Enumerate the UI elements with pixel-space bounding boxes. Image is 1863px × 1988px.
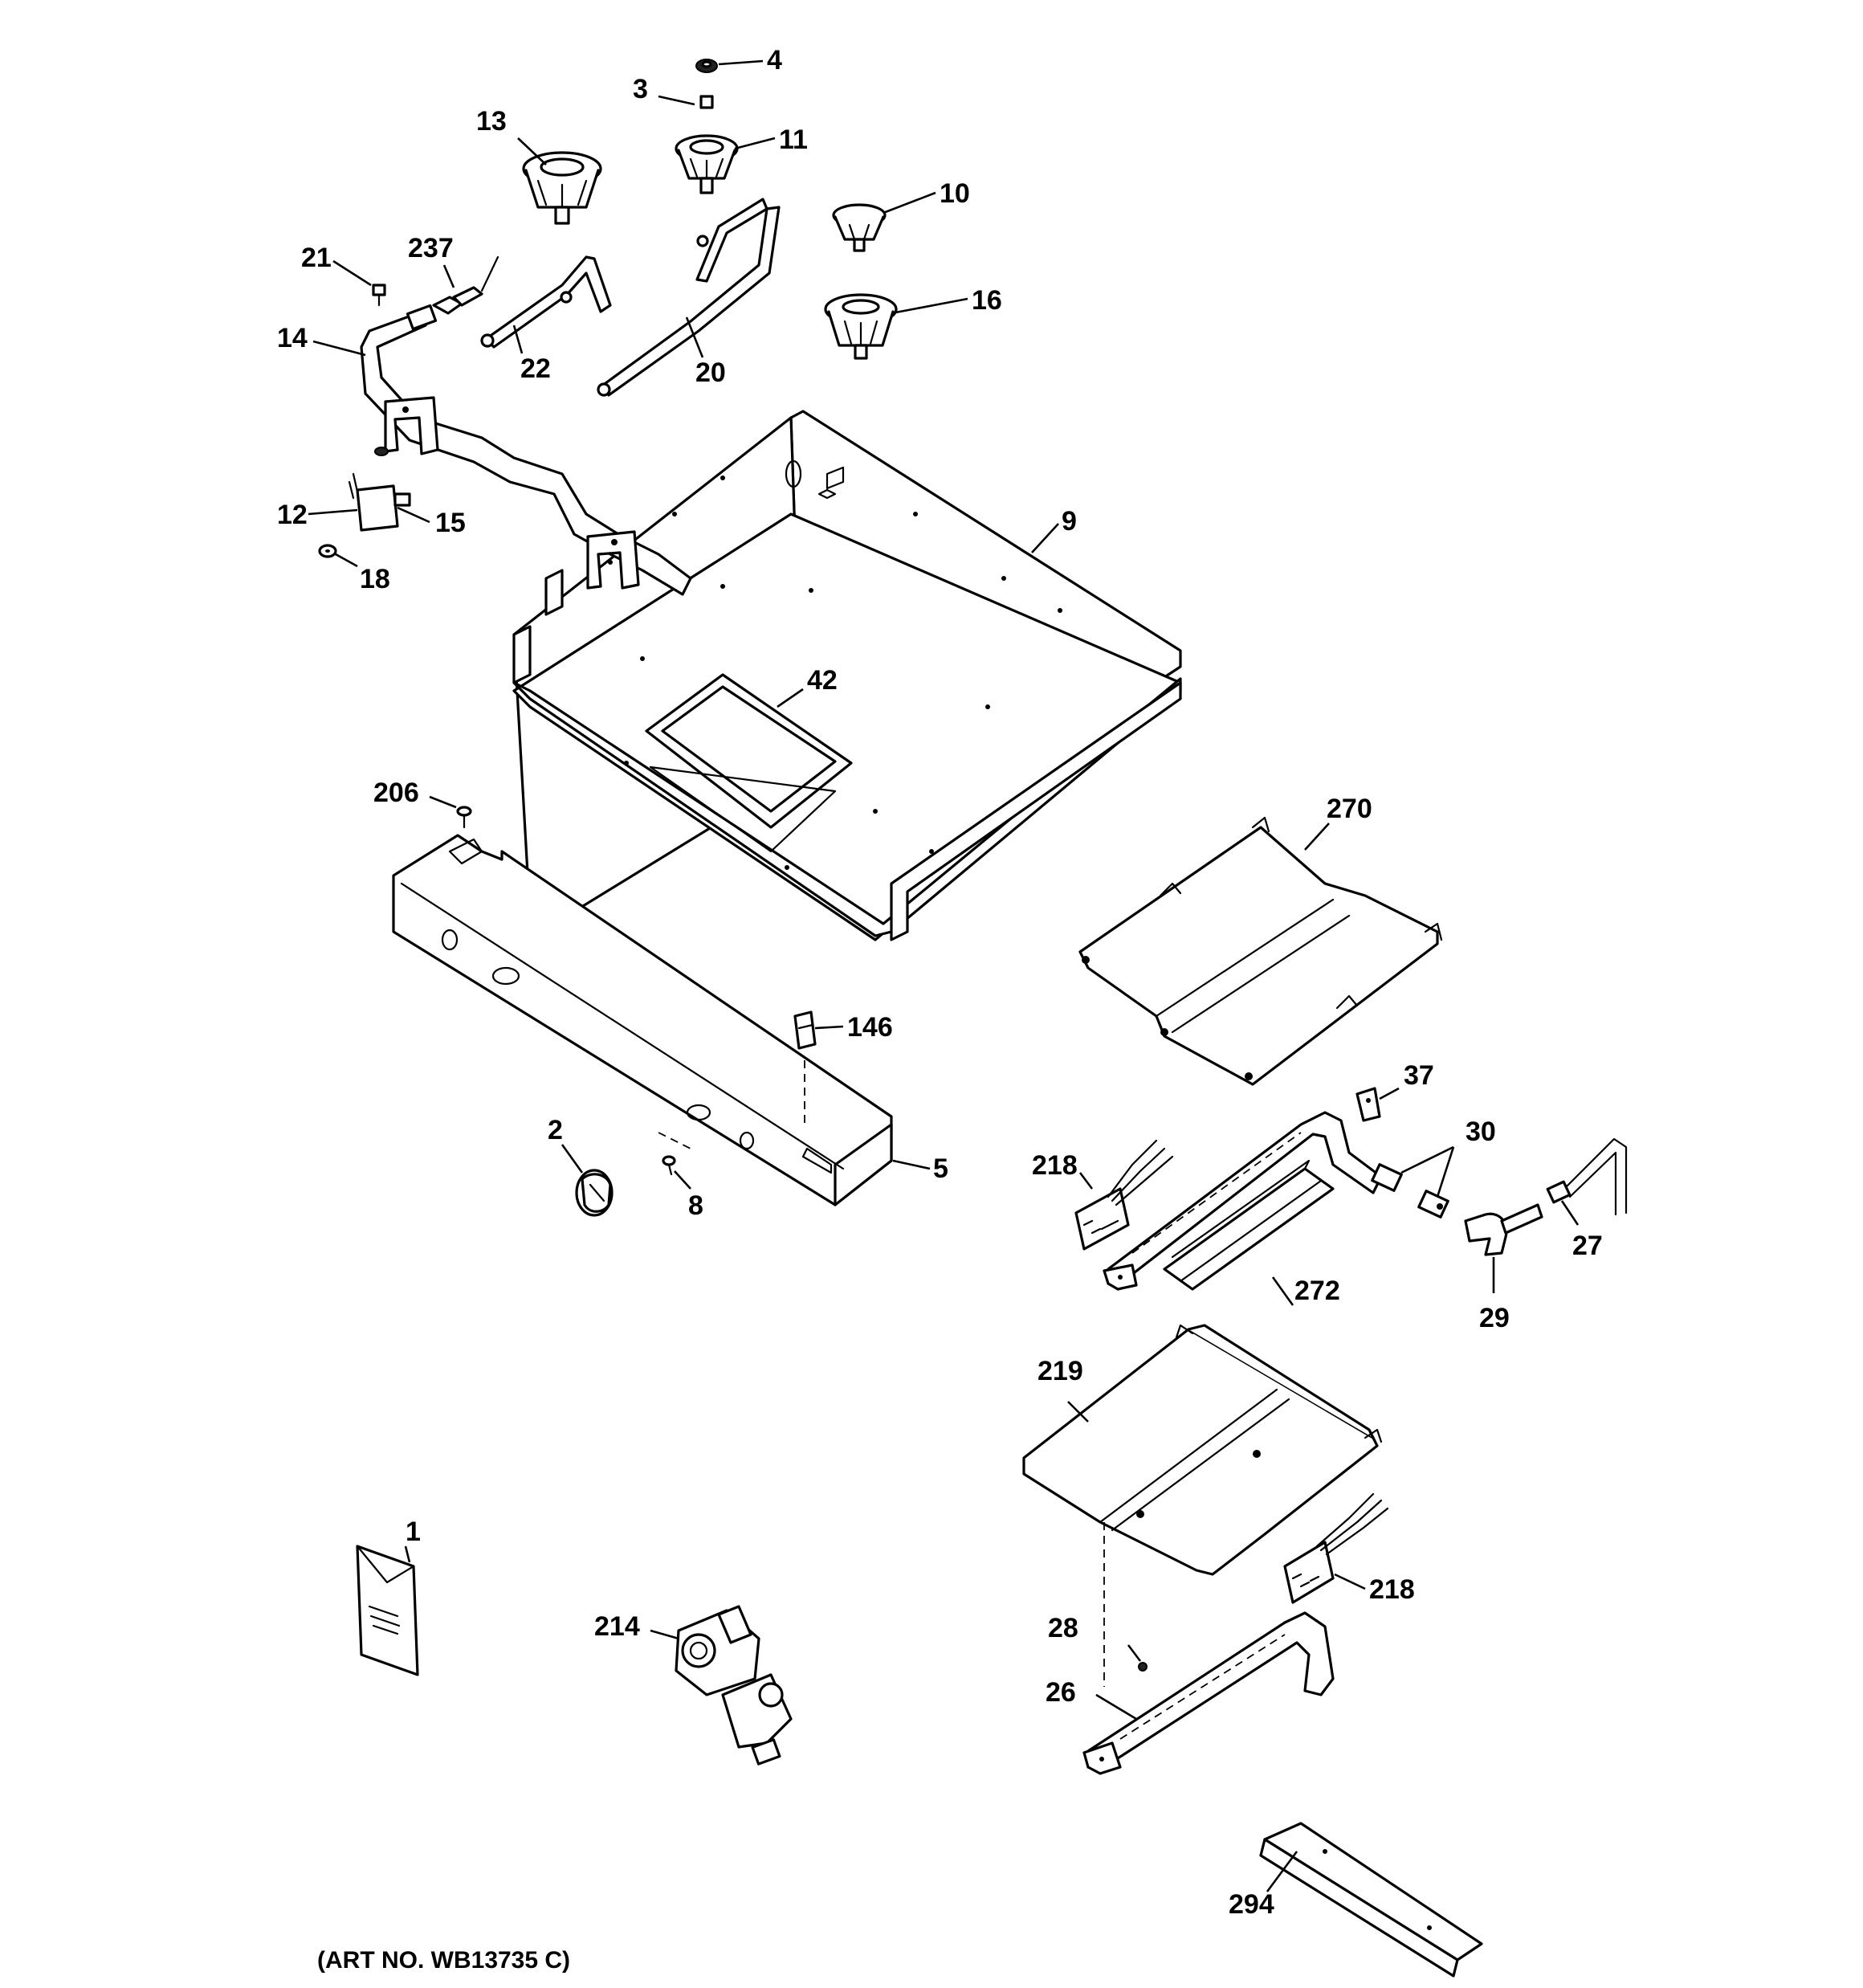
burner-head-part-11[interactable] bbox=[675, 134, 739, 194]
callout-8: 8 bbox=[688, 1190, 703, 1221]
callout-146: 146 bbox=[847, 1012, 893, 1043]
callout-4: 4 bbox=[767, 45, 782, 76]
burner-tube-upper[interactable] bbox=[1103, 1111, 1383, 1291]
callout-5: 5 bbox=[933, 1153, 948, 1184]
callout-18: 18 bbox=[360, 564, 390, 594]
igniter-part-218-upper[interactable] bbox=[1074, 1139, 1174, 1251]
callout-22: 22 bbox=[520, 353, 551, 384]
callout-12: 12 bbox=[277, 500, 308, 530]
screw-part-28[interactable] bbox=[1138, 1662, 1148, 1672]
screw-part-8[interactable] bbox=[662, 1155, 676, 1176]
callout-206: 206 bbox=[373, 778, 419, 808]
art-number: (ART NO. WB13735 C) bbox=[317, 1947, 570, 1974]
callout-272: 272 bbox=[1294, 1276, 1340, 1306]
callout-237: 237 bbox=[408, 233, 454, 263]
screw-part-21[interactable] bbox=[372, 284, 386, 307]
callout-218-upper: 218 bbox=[1032, 1150, 1078, 1181]
callout-9: 9 bbox=[1062, 506, 1077, 537]
callout-labels: 13 3 4 11 10 16 21 237 14 22 20 12 15 18… bbox=[277, 45, 1603, 1920]
screw-part-206[interactable] bbox=[456, 806, 472, 829]
bracket-part-294[interactable] bbox=[1259, 1822, 1483, 1978]
callout-26: 26 bbox=[1046, 1677, 1076, 1708]
literature-part-1[interactable] bbox=[356, 1545, 419, 1676]
igniter-part-218-lower[interactable] bbox=[1283, 1492, 1389, 1604]
oven-vent-part-42[interactable] bbox=[645, 673, 853, 853]
callout-219: 219 bbox=[1037, 1356, 1083, 1386]
callout-3: 3 bbox=[633, 74, 648, 104]
callout-214: 214 bbox=[594, 1611, 640, 1642]
callout-37: 37 bbox=[1404, 1060, 1434, 1091]
callout-20: 20 bbox=[695, 357, 726, 388]
callout-28: 28 bbox=[1048, 1613, 1078, 1643]
nut-part-18[interactable] bbox=[318, 544, 337, 558]
callout-294: 294 bbox=[1229, 1889, 1274, 1920]
callout-10: 10 bbox=[940, 178, 970, 209]
burner-head-part-10[interactable] bbox=[832, 203, 887, 252]
callout-27: 27 bbox=[1572, 1231, 1603, 1261]
knob-part-2[interactable] bbox=[575, 1169, 614, 1217]
burner-tube-part-26[interactable] bbox=[1082, 1611, 1335, 1775]
tube-part-27[interactable] bbox=[1546, 1137, 1628, 1216]
bracket-part-37[interactable] bbox=[1355, 1087, 1381, 1122]
callout-2: 2 bbox=[548, 1115, 563, 1145]
callout-1: 1 bbox=[406, 1517, 421, 1547]
callout-16: 16 bbox=[972, 285, 1002, 316]
tube-part-22[interactable] bbox=[480, 255, 612, 349]
valve-part-15[interactable] bbox=[348, 447, 411, 532]
callout-29: 29 bbox=[1479, 1303, 1510, 1333]
burner-box-part-9[interactable] bbox=[512, 410, 1182, 941]
leader-lines bbox=[308, 59, 1580, 1892]
callout-14: 14 bbox=[277, 323, 308, 353]
burner-cap-part-4[interactable] bbox=[695, 59, 718, 73]
shield-part-219[interactable] bbox=[1022, 1324, 1383, 1576]
callout-21: 21 bbox=[301, 243, 332, 273]
tube-part-20[interactable] bbox=[597, 198, 781, 397]
callout-42: 42 bbox=[807, 665, 838, 696]
orifice-part-237[interactable] bbox=[432, 255, 499, 315]
clip-part-146[interactable] bbox=[793, 1010, 817, 1050]
callout-15: 15 bbox=[435, 508, 466, 538]
orifice-part-3[interactable] bbox=[699, 95, 714, 109]
valve-part-214[interactable] bbox=[675, 1605, 793, 1766]
callout-13: 13 bbox=[476, 106, 507, 137]
callout-218-lower: 218 bbox=[1369, 1574, 1415, 1605]
shield-part-270[interactable] bbox=[1078, 816, 1443, 1086]
burner-head-part-13[interactable] bbox=[522, 151, 602, 225]
air-shutter-part-30[interactable] bbox=[1371, 1163, 1449, 1219]
callout-270: 270 bbox=[1327, 794, 1372, 824]
bracket-part-272[interactable] bbox=[1163, 1159, 1335, 1291]
elbow-part-29[interactable] bbox=[1464, 1203, 1543, 1256]
burner-head-part-16[interactable] bbox=[824, 293, 898, 360]
manifold-panel-part-5[interactable] bbox=[392, 834, 893, 1206]
callout-11: 11 bbox=[779, 125, 808, 155]
manifold-pipe-part-14[interactable] bbox=[360, 304, 692, 596]
callout-30: 30 bbox=[1466, 1116, 1496, 1147]
